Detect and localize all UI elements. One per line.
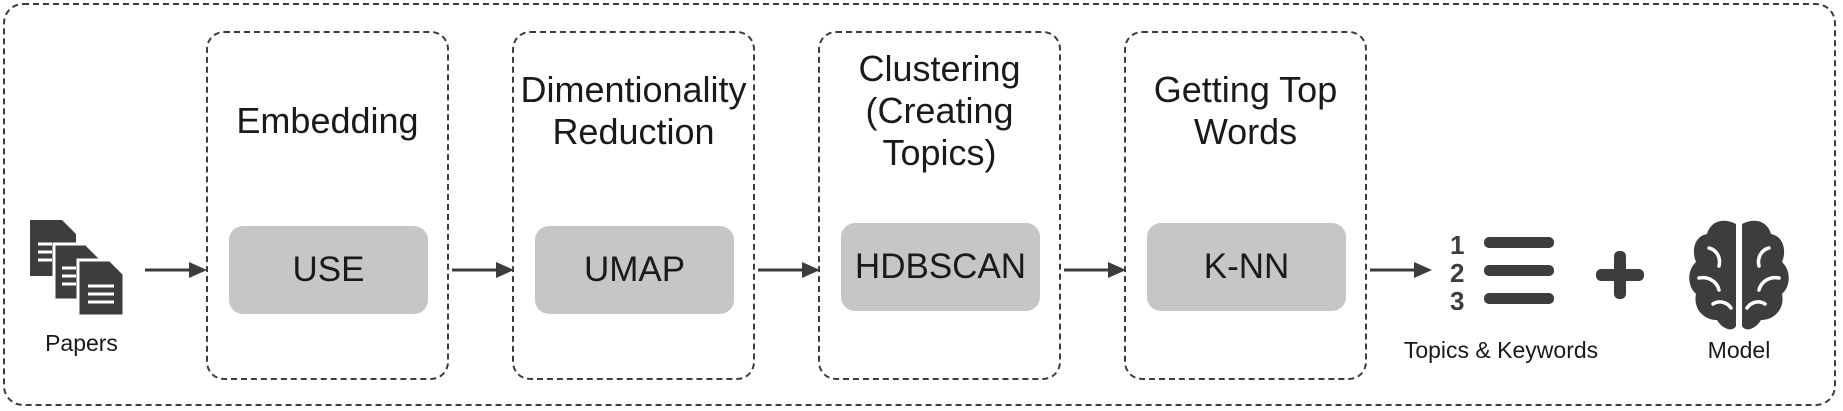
stage-title: Getting Top Words xyxy=(1153,68,1338,152)
stage-title: Embedding xyxy=(236,99,419,141)
documents-icon xyxy=(30,220,136,318)
topics-keywords-label: Topics & Keywords xyxy=(1403,337,1599,363)
stage-embedding: Embedding USE xyxy=(206,31,449,380)
method-box: UMAP xyxy=(535,226,734,314)
stage-dimensionality-reduction: Dimentionality Reduction UMAP xyxy=(512,31,755,380)
stage-title: Clustering (Creating Topics) xyxy=(858,47,1021,173)
arrow-embedding-to-reduction xyxy=(452,258,514,282)
svg-text:3: 3 xyxy=(1450,286,1464,310)
svg-text:1: 1 xyxy=(1450,230,1464,260)
stage-title: Dimentionality Reduction xyxy=(520,68,747,152)
arrow-papers-to-embedding xyxy=(145,258,207,282)
papers-label: Papers xyxy=(45,330,118,356)
pipeline-frame xyxy=(3,3,1836,406)
stage-getting-top-words: Getting Top Words K-NN xyxy=(1124,31,1367,380)
arrow-topwords-to-outputs xyxy=(1370,258,1432,282)
stage-clustering: Clustering (Creating Topics) HDBSCAN xyxy=(818,31,1061,380)
method-box: K-NN xyxy=(1147,223,1346,311)
arrow-reduction-to-clustering xyxy=(758,258,820,282)
arrow-clustering-to-topwords xyxy=(1064,258,1126,282)
model-label: Model xyxy=(1707,337,1771,363)
method-box: USE xyxy=(229,226,428,314)
plus-icon xyxy=(1594,249,1646,301)
svg-text:2: 2 xyxy=(1450,258,1464,288)
brain-icon xyxy=(1687,218,1791,334)
method-box: HDBSCAN xyxy=(841,223,1040,311)
